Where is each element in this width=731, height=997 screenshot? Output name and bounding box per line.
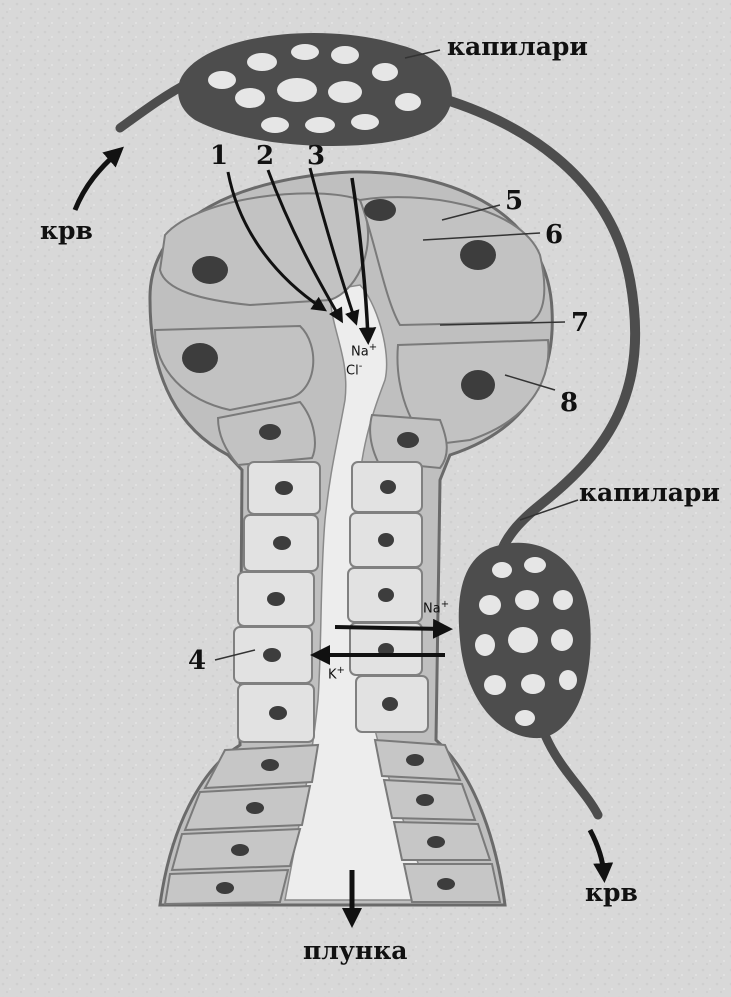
number-2: 2 (256, 143, 274, 169)
label-blood-in: крв (40, 218, 93, 243)
number-6: 6 (545, 222, 563, 248)
ion-label-cl-acinus: Cl- (346, 362, 362, 377)
number-1: 1 (210, 143, 228, 169)
number-5: 5 (505, 188, 523, 214)
number-8: 8 (560, 390, 578, 416)
number-4: 4 (188, 648, 206, 674)
number-3: 3 (307, 143, 325, 169)
label-blood-out: крв (585, 880, 638, 905)
ion-label-k-duct: K+ (328, 666, 345, 681)
label-capillaries-top: капилари (447, 34, 588, 59)
label-saliva: плунка (303, 938, 407, 963)
ion-label-na-acinus: Na+ (351, 343, 377, 358)
label-capillaries-right: капилари (579, 480, 720, 505)
ion-label-na-duct: Na+ (423, 600, 449, 615)
na-out-arrow (335, 627, 445, 629)
number-7: 7 (571, 310, 589, 336)
